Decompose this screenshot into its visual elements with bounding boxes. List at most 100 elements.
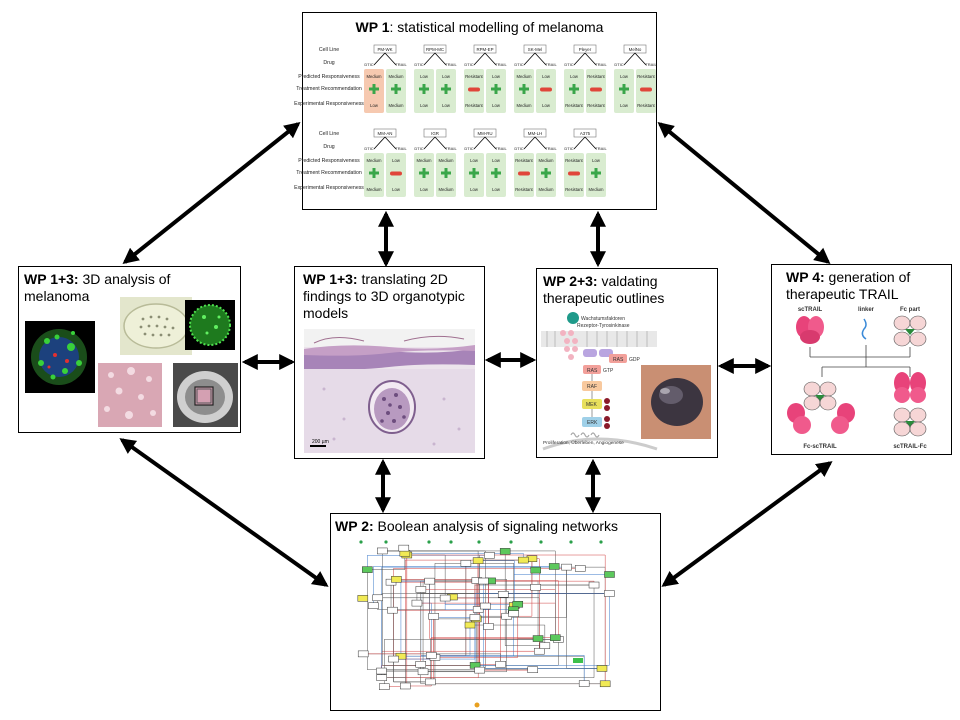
network-node	[548, 563, 560, 570]
network-node	[495, 661, 506, 668]
minus-mark	[590, 87, 602, 92]
input-marker	[359, 540, 363, 544]
network-edge	[393, 659, 431, 683]
network-edge	[431, 655, 585, 684]
cell-line-name: SK-Mel	[528, 47, 542, 52]
experimental-value: Medium	[517, 103, 532, 108]
network-edge	[381, 670, 424, 672]
network-node	[530, 566, 541, 574]
wp4-title-rest: generation of therapeutic TRAIL	[786, 269, 911, 302]
network-edge	[382, 550, 556, 638]
network-node	[425, 678, 436, 686]
network-node	[428, 613, 439, 620]
drug-label: TRAIL	[545, 146, 557, 151]
scale-bar-label: 200 µm	[312, 439, 329, 445]
network-node	[578, 680, 590, 687]
network-edge	[470, 624, 546, 646]
wp1-title: WP 1: statistical modelling of melanoma	[303, 19, 656, 36]
drug-label: DTIC	[464, 146, 473, 151]
network-edge	[431, 625, 471, 656]
drug-label: TRAIL	[495, 146, 507, 151]
network-edge	[381, 566, 567, 678]
network-node	[574, 565, 586, 572]
drug-label: DTIC	[564, 62, 573, 67]
network-node	[599, 680, 611, 688]
network-edge	[513, 574, 610, 606]
network-node	[388, 655, 399, 663]
network-edge	[396, 579, 476, 618]
input-marker	[427, 540, 431, 544]
ras-gdp-label: RAS	[613, 357, 624, 363]
experimental-value: Low	[370, 103, 379, 108]
network-node	[499, 548, 511, 555]
input-marker	[477, 540, 481, 544]
network-node	[474, 666, 485, 674]
wp2-title-rest: Boolean analysis of signaling networks	[373, 518, 619, 534]
minus-mark	[518, 171, 530, 176]
wp13-trans-title-bold: WP 1+3:	[303, 271, 358, 287]
fc-sctrail-label: Fc-scTRAIL	[803, 444, 837, 450]
network-node	[368, 602, 379, 609]
experimental-value: Medium	[539, 187, 554, 192]
row-label-drug: Drug	[323, 144, 334, 150]
mek-node	[582, 399, 602, 409]
drug-label: TRAIL	[595, 146, 607, 151]
network-edge	[474, 593, 610, 666]
experimental-value: Resistant	[465, 103, 483, 108]
growth-factor-label: Wachstumsfaktoren	[581, 316, 625, 322]
network-edge	[431, 563, 467, 656]
predicted-value: Resistant	[587, 74, 605, 79]
predicted-value: Low	[420, 74, 429, 79]
network-node	[398, 544, 410, 552]
network-node	[415, 661, 427, 668]
predicted-value: Low	[470, 158, 479, 163]
wp13-trans-title-rest: translating 2D findings to 3D organotypi…	[303, 271, 465, 321]
experimental-value: Resistant	[565, 103, 583, 108]
predicted-value: Low	[542, 74, 551, 79]
network-edge	[373, 566, 555, 606]
wp4-title: WP 4: generation of therapeutic TRAIL	[786, 269, 951, 303]
receptor-label: Rezeptor-Tyrosinkinase	[577, 323, 630, 329]
experimental-value: Resistant	[587, 103, 605, 108]
predicted-value: Low	[492, 74, 501, 79]
experimental-value: Resistant	[637, 103, 655, 108]
fc-part-label: Fc part	[900, 307, 920, 313]
network-node	[604, 571, 615, 578]
network-node	[497, 591, 509, 598]
drug-label: TRAIL	[445, 62, 457, 67]
network-node	[527, 666, 538, 673]
gtp-label: GTP	[603, 368, 614, 374]
network-node	[484, 552, 495, 559]
cell-line-name: IGR	[431, 131, 439, 136]
input-marker	[539, 540, 543, 544]
network-edge	[384, 555, 408, 687]
cell-line-name: RPM-EP	[476, 47, 493, 52]
minus-mark	[640, 87, 652, 92]
pathway-output-label: Proliferation, Überleben, Angiogenese	[543, 439, 624, 446]
experimental-value: Low	[492, 187, 501, 192]
fc-part-molecule	[893, 315, 927, 347]
drug-label: TRAIL	[545, 62, 557, 67]
wp13-3d-title-rest: 3D analysis of melanoma	[24, 271, 171, 304]
predicted-value: Low	[442, 74, 451, 79]
network-node	[357, 595, 369, 602]
network-node	[472, 557, 484, 564]
network-edge	[406, 554, 606, 684]
minus-mark	[540, 87, 552, 92]
experimental-value: Medium	[367, 187, 382, 192]
wp13-trans-title: WP 1+3: translating 2D findings to 3D or…	[303, 271, 481, 322]
network-node	[417, 668, 429, 676]
cell-line-name: Pleyer	[579, 47, 592, 52]
input-marker	[384, 540, 388, 544]
network-edge	[478, 560, 515, 606]
network-node	[469, 614, 481, 621]
minus-mark	[468, 87, 480, 92]
cell-line-name: MM-LH	[528, 131, 542, 136]
wp23-title: WP 2+3: valdating therapeutic outlines	[543, 273, 713, 307]
network-edge	[423, 616, 507, 673]
